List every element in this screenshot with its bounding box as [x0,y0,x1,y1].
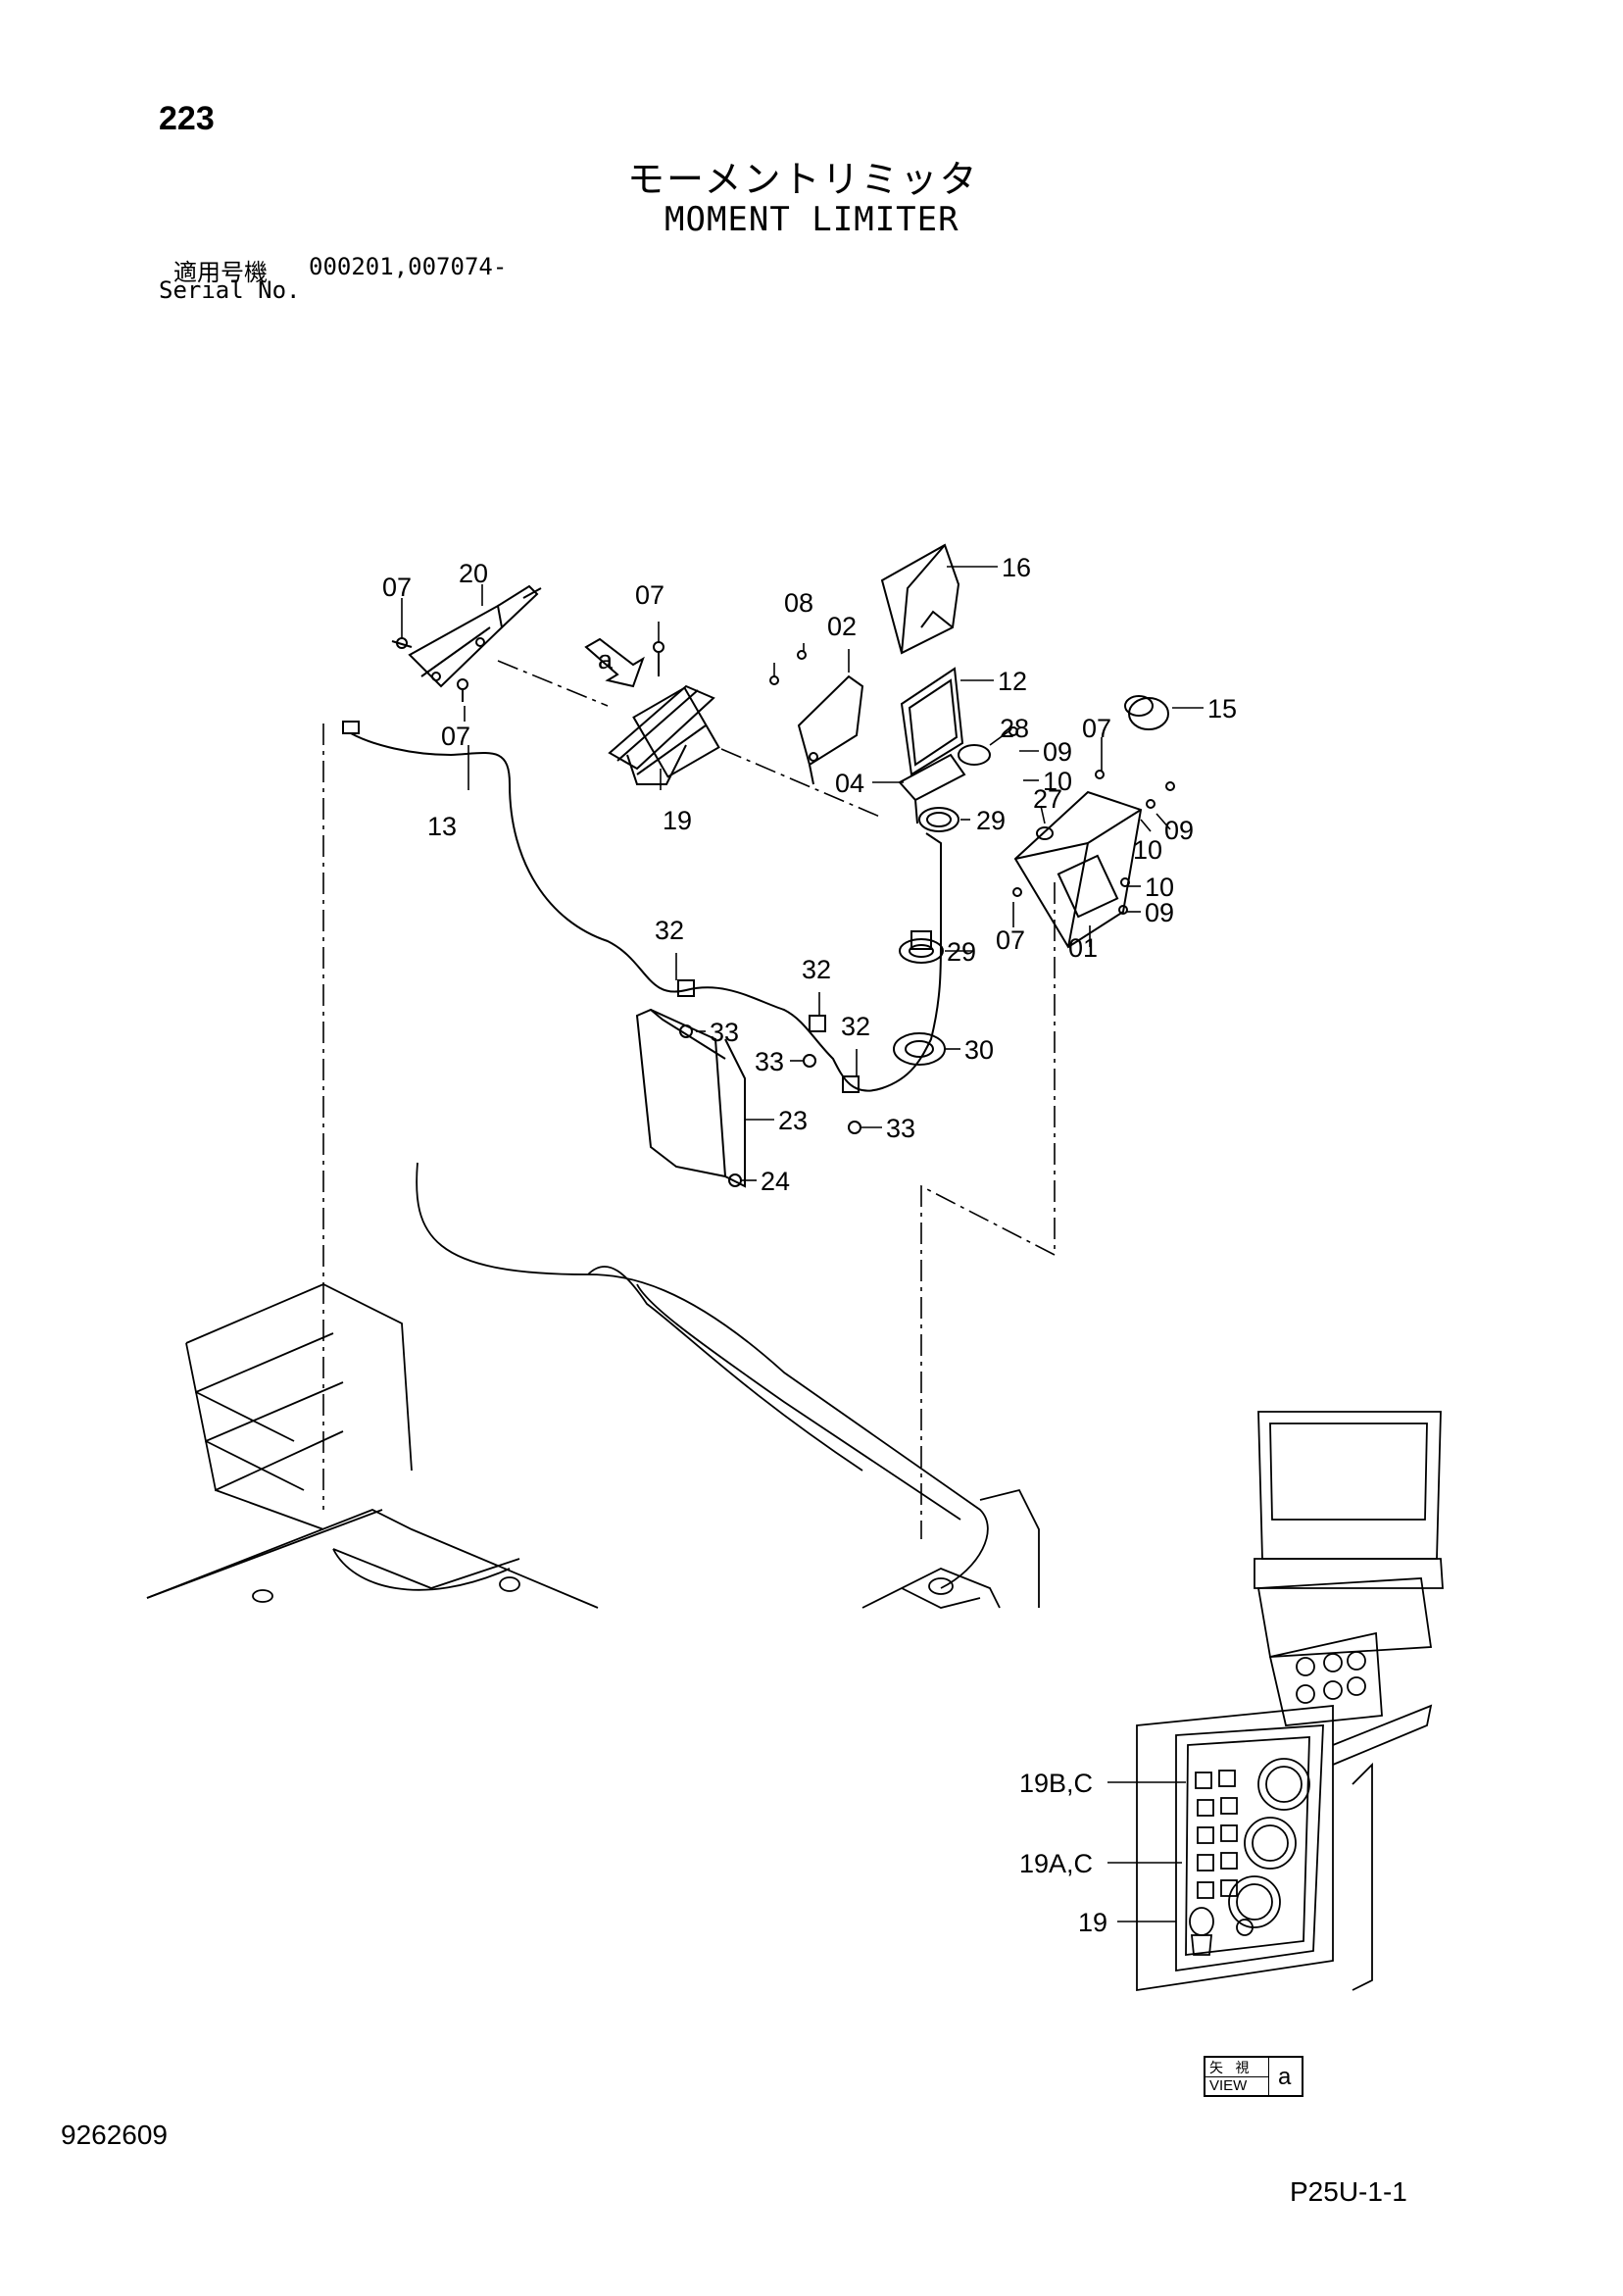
cab-floor [146,1162,1040,1609]
clip-parts [677,979,861,1187]
callout-label: 32 [802,955,831,984]
callout-label: 19 [663,806,692,835]
callout-label: 09 [1164,816,1194,845]
view-label-japanese: 矢 視 [1209,2061,1254,2076]
callout-label: 33 [886,1114,915,1143]
view-arrow-label: a [598,645,614,674]
callout-label: 19A,C [1019,1849,1093,1878]
page-title: MOMENT LIMITER [664,200,959,239]
serial-value: 000201,007074- [309,253,508,280]
callout-label: 28 [1000,714,1029,743]
callout-label: 15 [1207,694,1237,724]
callout-label: 02 [827,612,857,641]
callout-label: 16 [1002,553,1031,582]
monitor-assembly [769,543,991,824]
callout-label: 29 [947,937,976,967]
page-number: 223 [159,100,215,137]
callout-label: 04 [835,769,864,798]
callout-label: 33 [755,1047,784,1076]
callout-label: 23 [778,1106,808,1135]
serial-label: Serial No. [159,276,301,304]
callout-label: 09 [1043,737,1072,767]
view-arrow [584,637,645,688]
callout-label: 30 [964,1035,994,1065]
callout-label: 27 [1033,784,1062,814]
callout-label: 08 [784,588,813,618]
bracket-part [391,584,542,702]
callout-label: 07 [996,925,1025,955]
leader-lines [401,566,1204,1922]
view-label-letter: a [1278,2064,1292,2090]
callout-label: 13 [427,812,457,841]
callout-labels: 07 20 07 07 08 02 16 12 28 09 10 07 15 2… [382,553,1237,1937]
reference-lines [322,660,1056,1539]
callout-label: 33 [710,1018,739,1047]
callout-label: 32 [655,916,684,945]
switch-panel-part [608,641,720,785]
callout-label: 09 [1145,898,1174,927]
drawing-number: 9262609 [61,2120,169,2150]
page-title-japanese: モーメントリミッタ [627,158,979,201]
callout-label: 07 [635,580,664,610]
serial-label-japanese: 適用号機 [173,259,268,286]
callout-label: 07 [441,722,470,751]
view-a-detail [1136,1411,1444,1992]
page-reference: P25U-1-1 [1290,2176,1407,2207]
callout-label: 07 [382,573,412,602]
cover-bracket [635,1008,746,1188]
callout-label: 10 [1043,767,1072,796]
grommet-parts [893,807,959,1066]
view-a-label: 矢 視 VIEW a [1204,2056,1303,2097]
callout-label: 19 [1078,1908,1107,1937]
callout-label: 19B,C [1019,1769,1093,1798]
callout-label: 24 [761,1167,790,1196]
callout-label: 07 [1082,714,1111,743]
callout-label: 10 [1133,835,1162,865]
callout-label: 10 [1145,873,1174,902]
callout-label: 29 [976,806,1006,835]
view-label-english: VIEW [1209,2077,1248,2094]
callout-label: 20 [459,559,488,588]
callout-label: 32 [841,1012,870,1041]
callout-label: 01 [1068,933,1098,963]
callout-label: 12 [998,667,1027,696]
